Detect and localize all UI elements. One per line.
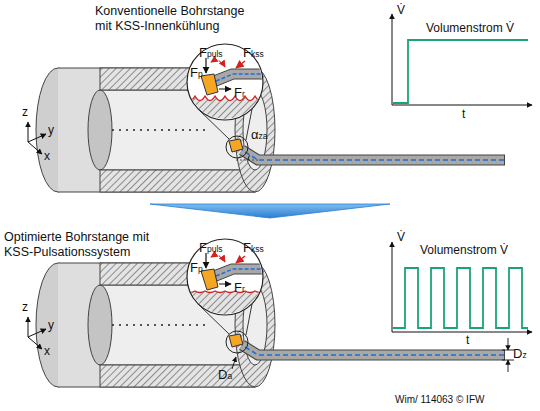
figure-label: Volumenstrom V̇ — [426, 22, 514, 36]
figure-label: V̇ — [397, 231, 405, 245]
axis-z — [28, 122, 29, 142]
chart-axis — [392, 14, 393, 105]
dimension-arrow — [508, 360, 509, 372]
chart-axis — [392, 242, 393, 332]
detail-inset — [185, 239, 265, 319]
axis-y — [28, 329, 46, 337]
surface-gap — [185, 92, 265, 101]
panel-heading: Konventionelle Bohrstange mit KSS-Innenk… — [95, 4, 263, 34]
figure-label: Fkss — [243, 46, 264, 61]
pulsed-flow-curve — [393, 268, 528, 328]
axis-x — [28, 337, 42, 349]
workpiece-section — [185, 289, 265, 319]
workpiece-assembly — [36, 68, 505, 192]
angle-reference — [236, 160, 258, 161]
figure-label: Fp — [190, 66, 203, 81]
transition-arrow — [150, 204, 390, 218]
surface-gap — [185, 287, 265, 293]
dimension-leader — [232, 357, 236, 369]
figure-label: Da — [218, 368, 232, 383]
workpiece-section — [185, 94, 265, 124]
smooth-surface — [185, 291, 265, 293]
figure-label: y — [48, 319, 54, 333]
panel-heading: Optimierte Bohrstange mit KSS-Pulsations… — [4, 230, 172, 260]
chart-axis — [392, 105, 532, 106]
inset-tool — [201, 253, 265, 290]
figure-label: Dz — [513, 347, 527, 362]
figure-label: Fkss — [243, 241, 264, 256]
figure-label: y — [48, 124, 54, 138]
dimension-arrow — [508, 338, 509, 350]
figure-label: Fpuls — [199, 241, 223, 256]
figure-label: Volumenstrom V̇ — [420, 244, 508, 258]
figure-label: z — [22, 106, 28, 120]
figure-label: z — [22, 301, 28, 315]
flow-curve — [393, 40, 528, 103]
figure-label: x — [44, 345, 50, 359]
angle-arc — [248, 156, 250, 161]
chart-axis — [392, 332, 532, 333]
workpiece-assembly — [36, 263, 505, 387]
figure-label: Fp — [190, 261, 203, 276]
figure-label: x — [44, 150, 50, 164]
figure-label: t — [462, 108, 465, 122]
axis-y — [28, 134, 46, 142]
axis-z — [28, 317, 29, 337]
detail-inset — [185, 44, 265, 124]
figure-label: V̇ — [397, 4, 405, 18]
chatter-surface — [185, 96, 265, 101]
figure-label: Wim/ 114063 © IFW — [395, 394, 484, 406]
axis-x — [28, 142, 42, 154]
inset-tool — [201, 58, 265, 95]
figure-label: Fr — [234, 86, 245, 101]
figure-label: αza — [251, 128, 268, 143]
figure-label: Fpuls — [199, 46, 223, 61]
figure-label: t — [466, 334, 469, 348]
figure-label: Fr — [234, 281, 245, 296]
